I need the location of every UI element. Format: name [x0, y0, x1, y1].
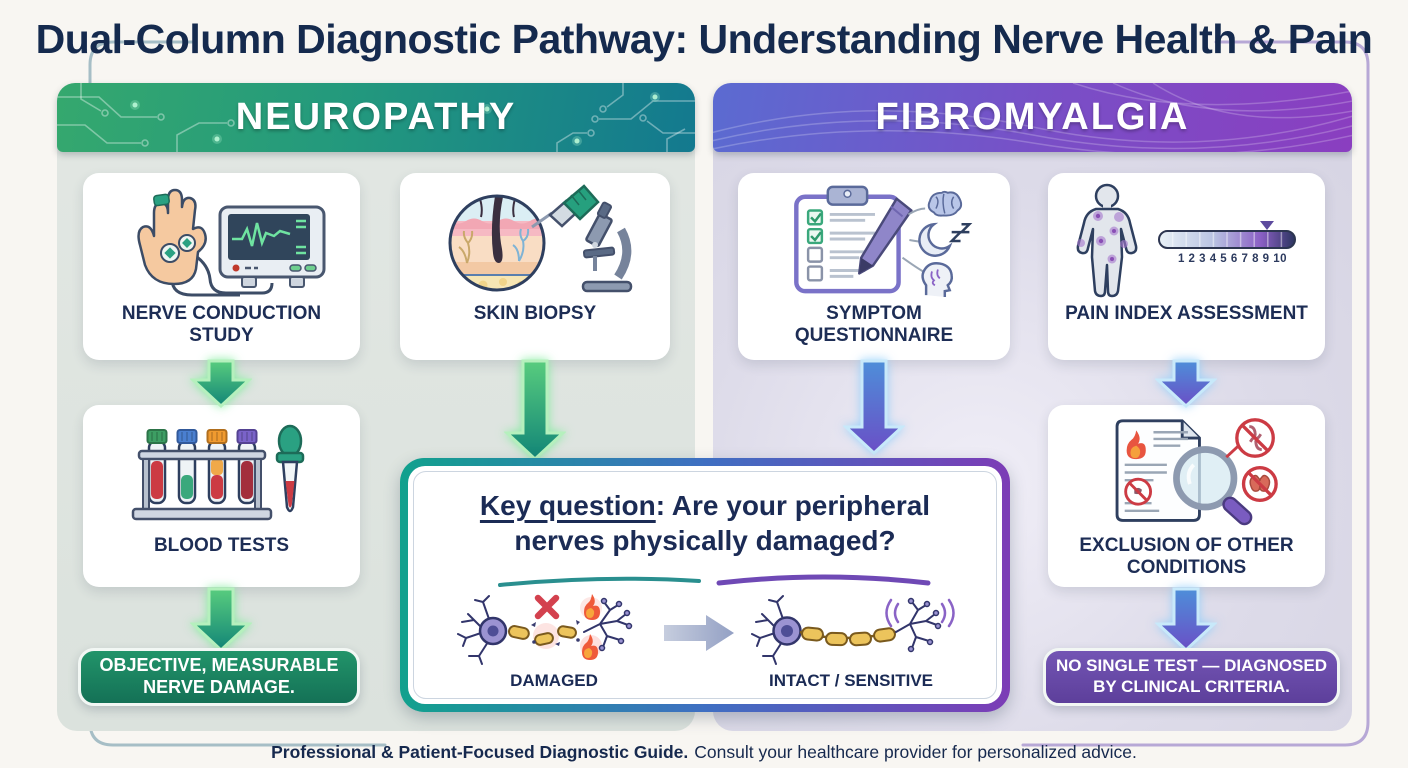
footer-bold-text: Professional & Patient-Focused Diagnosti… — [271, 742, 689, 762]
damaged-label: DAMAGED — [510, 671, 598, 690]
clipboard-checklist-icon — [769, 181, 979, 299]
fibromyalgia-header: FIBROMYALGIA — [713, 83, 1352, 152]
flow-arrow-exclusion-to-outcome — [1155, 587, 1217, 653]
card-label: BLOOD TESTS — [153, 535, 290, 556]
neuropathy-outcome-banner: OBJECTIVE, MEASURABLE NERVE DAMAGE. — [78, 648, 360, 706]
wave-pattern-icon — [713, 83, 1352, 152]
corner-bracket-right — [1021, 40, 1370, 747]
flow-arrow-biopsy-to-keyquestion — [504, 359, 566, 462]
key-question-heading: Key question: Are your peripheral nerves… — [435, 488, 975, 559]
key-question-lead: Key question — [479, 490, 656, 521]
fibromyalgia-header-label: FIBROMYALGIA — [875, 96, 1190, 138]
fibromyalgia-outcome-banner: NO SINGLE TEST — DIAGNOSED BY CLINICAL C… — [1043, 648, 1340, 706]
page-title: Dual-Column Diagnostic Pathway: Understa… — [35, 16, 1373, 62]
card-pain-index-assessment: 1 2 3 4 5 6 7 8 9 10 PAIN INDEX ASSESSME… — [1048, 173, 1325, 360]
document-magnifier-icon — [1082, 413, 1292, 531]
skin-biopsy-microscope-icon — [435, 181, 635, 299]
transition-arrow-icon — [664, 615, 734, 651]
card-exclusion-other-conditions: EXCLUSION OF OTHER CONDITIONS — [1048, 405, 1325, 587]
card-blood-tests: BLOOD TESTS — [83, 405, 360, 587]
intact-neuron-icon — [751, 595, 955, 665]
card-symptom-questionnaire: SYMPTOM QUESTIONNAIRE — [738, 173, 1010, 360]
card-nerve-conduction-study: NERVE CONDUCTION STUDY — [83, 173, 360, 360]
key-question-box: Key question: Are your peripheral nerves… — [400, 458, 1010, 712]
card-label: EXCLUSION OF OTHER CONDITIONS — [1079, 535, 1294, 579]
intact-neuron-group: INTACT / SENSITIVE — [746, 592, 956, 691]
neuropathy-header: NEUROPATHY — [57, 83, 695, 152]
brush-underline-icon — [498, 574, 931, 587]
key-question-rest: : Are your peripheral nerves physically … — [514, 490, 931, 557]
footer-disclaimer: Professional & Patient-Focused Diagnosti… — [0, 742, 1408, 763]
damaged-neuron-icon — [457, 594, 633, 665]
body-pain-scale-icon: 1 2 3 4 5 6 7 8 9 10 — [1067, 181, 1307, 299]
card-label: PAIN INDEX ASSESSMENT — [1065, 303, 1308, 324]
card-label: SKIN BIOPSY — [473, 303, 597, 324]
flow-arrow-painindex-to-exclusion — [1155, 359, 1217, 409]
damaged-neuron-group: DAMAGED — [454, 592, 654, 691]
intact-sensitive-label: INTACT / SENSITIVE — [768, 671, 934, 690]
flow-arrow-blood-to-outcome — [190, 587, 252, 653]
pain-scale-numbers: 1 2 3 4 5 6 7 8 9 10 — [1177, 253, 1288, 265]
footer-regular-text: Consult your healthcare provider for per… — [694, 742, 1137, 762]
circuit-pattern-icon — [57, 83, 695, 152]
neuropathy-header-label: NEUROPATHY — [235, 96, 517, 138]
flow-arrow-ncs-to-blood — [190, 359, 252, 409]
neuron-comparison-row: DAMAGED — [414, 592, 996, 691]
key-question-box-content: Key question: Are your peripheral nerves… — [413, 471, 997, 699]
flow-arrow-questionnaire-to-keyquestion — [843, 359, 905, 456]
card-label: SYMPTOM QUESTIONNAIRE — [794, 303, 954, 347]
key-question-box-frame: Key question: Are your peripheral nerves… — [408, 466, 1002, 704]
card-label: NERVE CONDUCTION STUDY — [121, 303, 322, 347]
card-skin-biopsy: SKIN BIOPSY — [400, 173, 670, 360]
hand-ecg-monitor-icon — [112, 181, 332, 299]
blood-test-tubes-icon — [127, 413, 317, 531]
